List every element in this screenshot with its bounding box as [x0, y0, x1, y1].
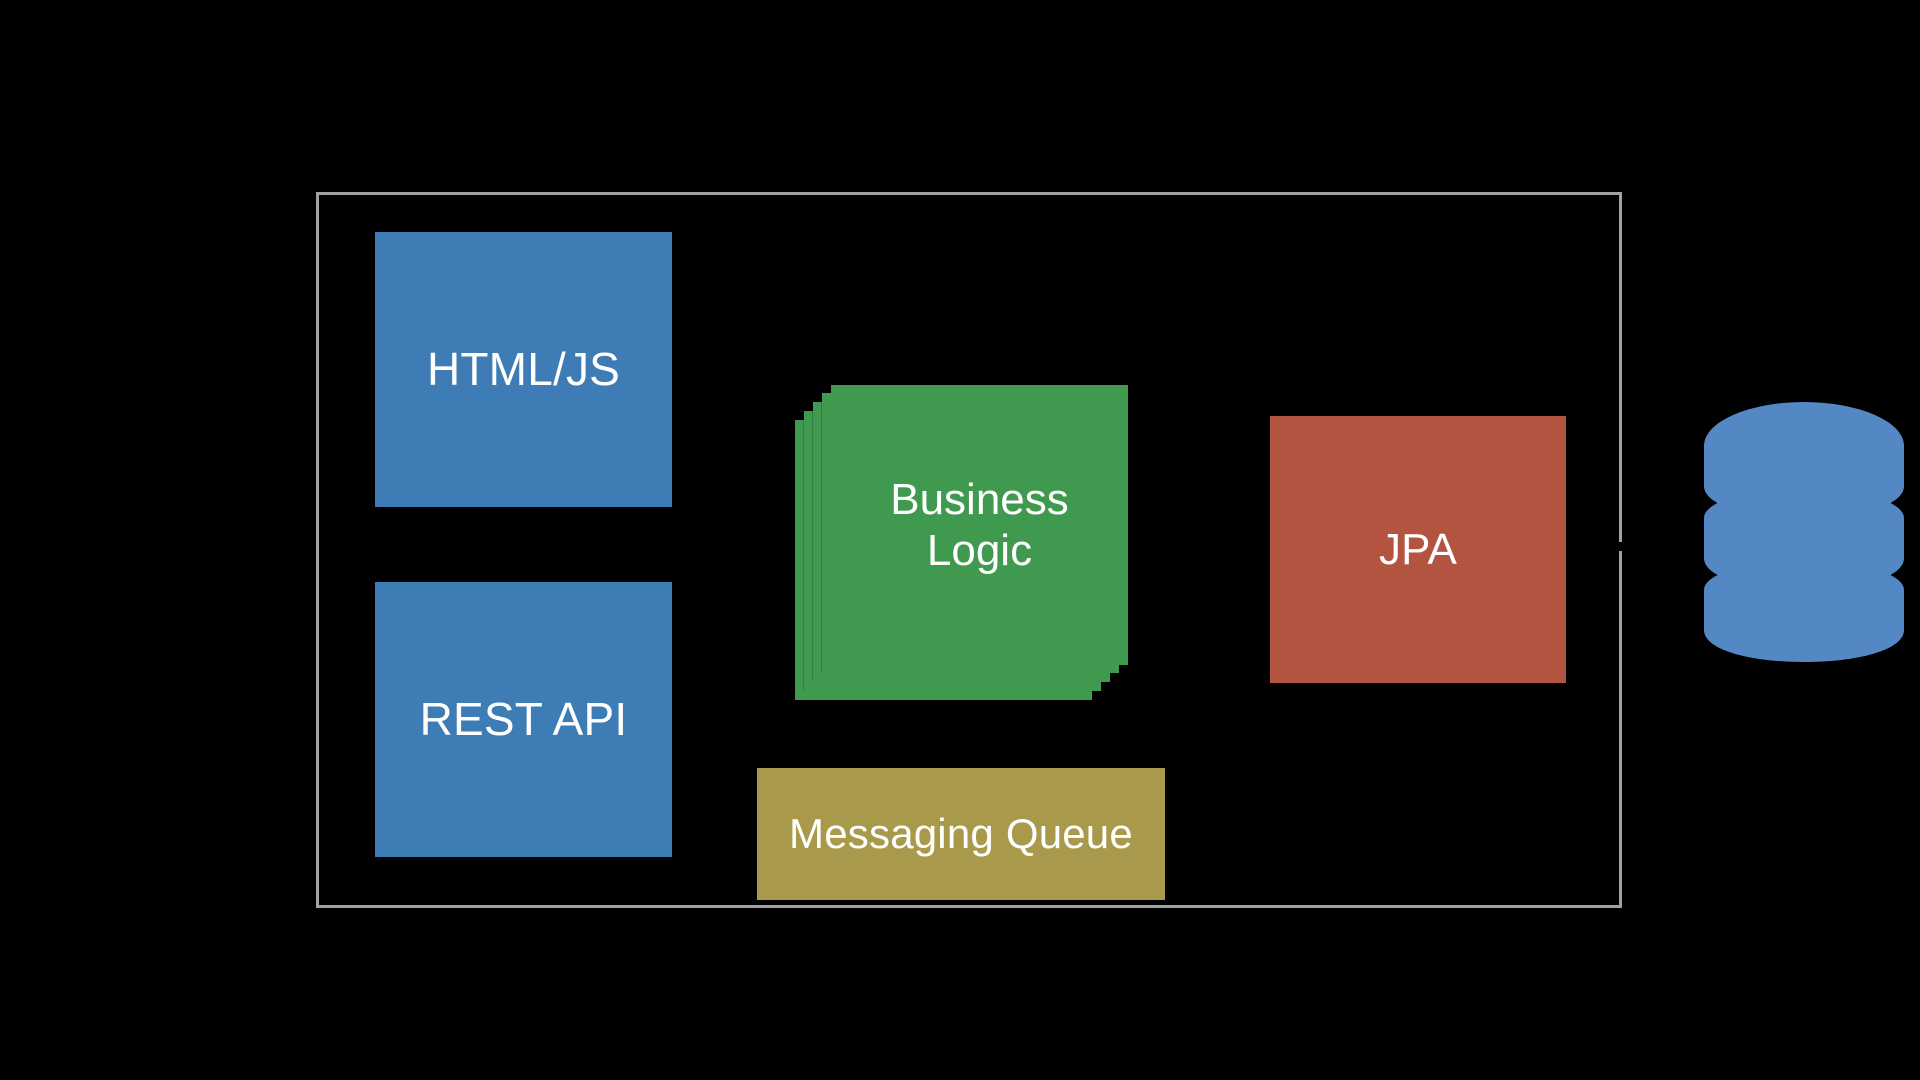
node-messaging-queue-label: Messaging Queue	[789, 810, 1133, 858]
node-business-logic-label-line1: Business	[890, 474, 1069, 524]
database-disc-top	[1704, 402, 1904, 490]
node-business-logic-label-line2: Logic	[926, 526, 1033, 575]
node-rest-api-label: REST API	[419, 693, 628, 746]
node-jpa-label: JPA	[1378, 524, 1458, 574]
node-html-js-label: HTML/JS	[426, 343, 621, 396]
database-cylinder-icon[interactable]	[1700, 398, 1908, 666]
node-html-js[interactable]: HTML/JS	[375, 232, 672, 507]
node-messaging-queue[interactable]: Messaging Queue	[757, 768, 1165, 900]
database-icon	[1704, 402, 1904, 662]
boundary-edge-break	[1619, 542, 1623, 551]
node-rest-api[interactable]: REST API	[375, 582, 672, 857]
node-jpa[interactable]: JPA	[1270, 416, 1566, 683]
node-business-logic-label: Business Logic	[890, 474, 1069, 576]
stack-sheet-front: Business Logic	[831, 385, 1128, 665]
node-business-logic[interactable]: Business Logic	[795, 385, 1128, 700]
